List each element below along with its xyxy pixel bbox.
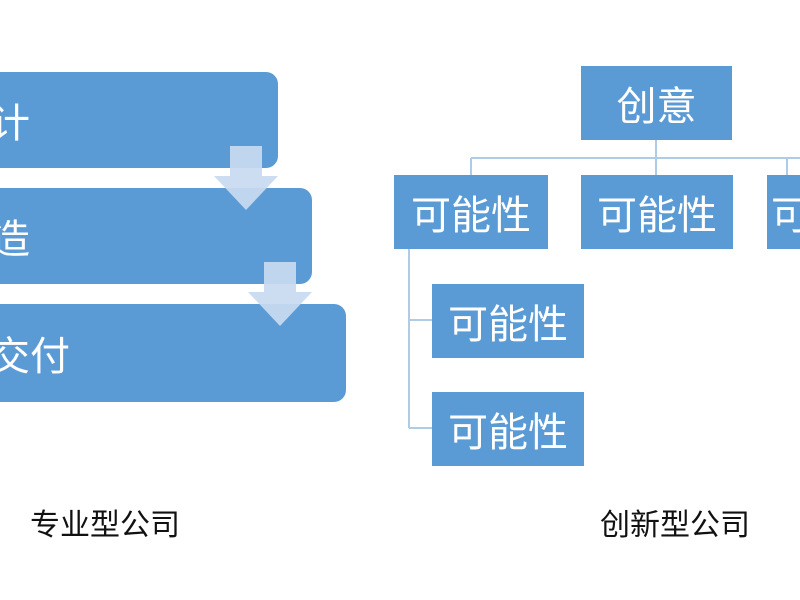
tree-level1-node-3: 可 xyxy=(767,175,800,249)
tree-root-node: 创意 xyxy=(581,66,732,140)
tree-level2-node-2: 可能性 xyxy=(432,392,584,466)
process-step-1-label: 计 xyxy=(0,101,30,147)
process-step-3-label: 交付 xyxy=(0,334,70,380)
tree-level2-label-2: 可能性 xyxy=(448,410,568,456)
tree-level2-label-1: 可能性 xyxy=(448,302,568,348)
process-step-1: 计 xyxy=(0,72,278,168)
process-step-2: 造 xyxy=(0,188,312,284)
tree-root-label: 创意 xyxy=(616,84,697,130)
process-caption: 专业型公司 xyxy=(30,508,180,543)
tree-level1-label-3: 可 xyxy=(771,193,800,239)
process-step-2-label: 造 xyxy=(0,217,30,263)
down-arrow-icon xyxy=(214,146,278,210)
tree-level1-label-1: 可能性 xyxy=(411,193,531,239)
tree-level1-label-2: 可能性 xyxy=(597,193,717,239)
process-step-3: 交付 xyxy=(0,304,346,402)
tree-caption: 创新型公司 xyxy=(600,508,750,543)
down-arrow-icon xyxy=(248,262,312,326)
tree-level1-node-1: 可能性 xyxy=(394,175,548,249)
tree-level1-node-2: 可能性 xyxy=(581,175,733,249)
tree-level2-node-1: 可能性 xyxy=(432,284,584,358)
